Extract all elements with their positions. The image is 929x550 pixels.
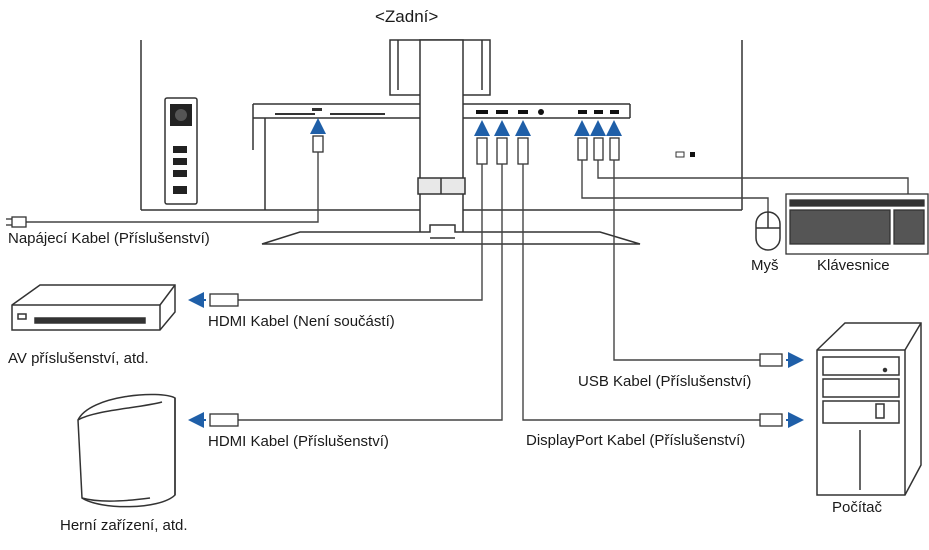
- right-plugs: [759, 353, 783, 427]
- computer-label: Počítač: [832, 499, 883, 516]
- dp-port: [518, 110, 528, 114]
- hdmi-port-2: [496, 110, 508, 114]
- usb-port-3: [610, 110, 619, 114]
- hdmi-port-1: [476, 110, 488, 114]
- hdmi-not-included-label: HDMI Kabel (Není součástí): [208, 313, 395, 330]
- hdmi-plug-1: [476, 137, 488, 165]
- av-device-label: AV příslušenství, atd.: [8, 350, 149, 367]
- keyboard-device: [785, 193, 929, 255]
- plugs-top: [312, 135, 620, 165]
- control-buttons: [170, 104, 192, 194]
- usb-port-1: [578, 110, 587, 114]
- ports: [476, 109, 695, 158]
- game-device-label: Herní zařízení, atd.: [60, 517, 188, 534]
- power-plug: [312, 135, 324, 153]
- cables: [22, 152, 909, 421]
- game-device: [77, 393, 176, 508]
- diagram-title: <Zadní>: [375, 7, 439, 26]
- hdmi-plug-2: [496, 137, 508, 165]
- power-cable-label: Napájecí Kabel (Příslušenství): [8, 230, 210, 247]
- hdmi-included-label: HDMI Kabel (Příslušenství): [208, 433, 389, 450]
- usb-cable-label: USB Kabel (Příslušenství): [578, 373, 752, 390]
- monitor-stand: [261, 39, 641, 245]
- usb-plug-1: [577, 137, 588, 161]
- computer-tower: [816, 322, 922, 496]
- av-device: [11, 284, 176, 331]
- dp-plug: [517, 137, 529, 165]
- displayport-cable-label: DisplayPort Kabel (Příslušenství): [526, 432, 746, 449]
- right-arrows: [786, 352, 804, 428]
- left-plugs: [209, 293, 239, 427]
- keyboard-label: Klávesnice: [817, 257, 890, 274]
- usb-port-2: [594, 110, 603, 114]
- mouse-label: Myš: [751, 257, 779, 274]
- vent-dots: [275, 108, 385, 115]
- usb-plug-2: [593, 137, 604, 161]
- left-arrows: [188, 292, 206, 428]
- lock-icon: [690, 152, 695, 157]
- usb-plug-3: [609, 137, 620, 161]
- audio-port: [538, 109, 544, 115]
- mouse-device: [755, 211, 781, 251]
- power-plug-end: [6, 216, 27, 228]
- kensington-slot: [675, 151, 685, 158]
- port-arrows: [310, 118, 622, 136]
